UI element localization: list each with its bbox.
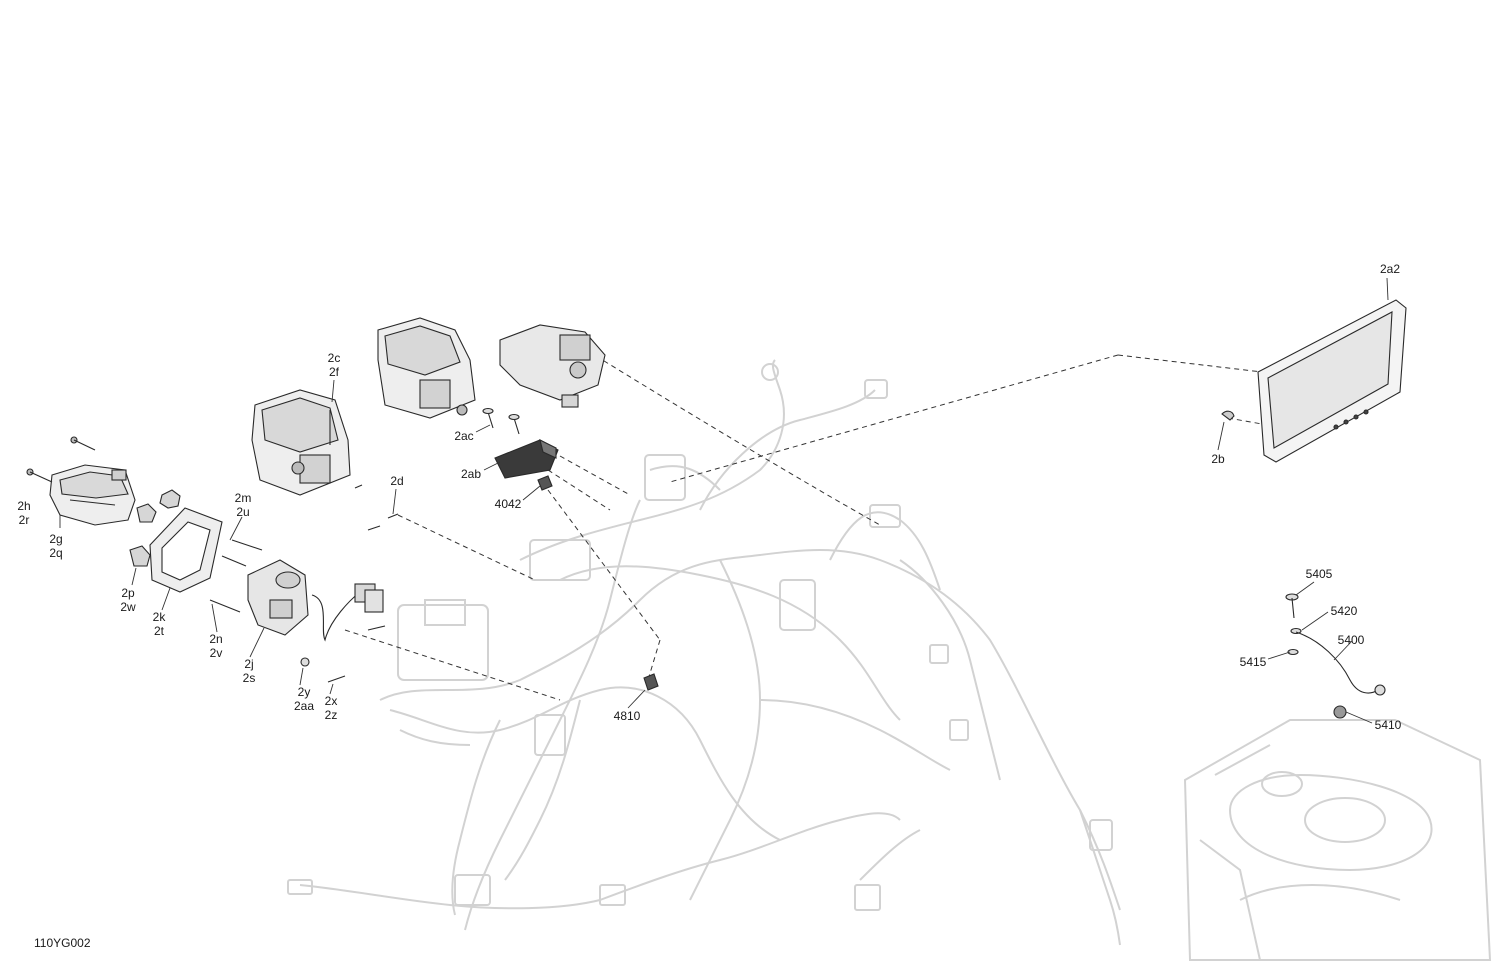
rivets-2ac	[482, 407, 520, 435]
callout-4810: 4810	[613, 709, 641, 723]
fuel-tank	[1183, 719, 1492, 961]
callout-2b: 2b	[1211, 452, 1225, 466]
control-unit-2c	[251, 389, 351, 496]
figure-id: 110YG002	[34, 936, 91, 950]
callout-5405: 5405	[1305, 567, 1333, 581]
wiring-harness	[287, 359, 1121, 946]
callout-5400: 5400	[1337, 633, 1365, 647]
callout-5415: 5415	[1239, 655, 1267, 669]
bracket-2ab	[494, 438, 559, 479]
clip-4810	[643, 673, 659, 691]
leader-lines	[59, 277, 1389, 724]
ground-cable-set	[1285, 593, 1386, 719]
sensor-cable	[311, 583, 384, 642]
callout-5420: 5420	[1330, 604, 1358, 618]
callout-2d: 2d	[390, 474, 404, 488]
control-unit-upper	[377, 317, 476, 419]
screws-2m-2n	[209, 539, 263, 613]
callout-2a2: 2a2	[1379, 262, 1401, 276]
actuator-module-2j	[247, 559, 309, 636]
bolt-washer-set	[300, 484, 399, 683]
display-unit	[1221, 299, 1407, 463]
connector-plugs	[129, 489, 181, 567]
callout-2ac: 2ac	[454, 429, 474, 443]
clip-4042	[537, 475, 553, 491]
valve-unit	[499, 324, 606, 408]
control-module-left	[26, 436, 136, 526]
callout-2ab: 2ab	[460, 467, 482, 481]
callout-4042: 4042	[494, 497, 522, 511]
explode-lines	[344, 354, 1263, 701]
callout-5410: 5410	[1374, 718, 1402, 732]
mounting-frame	[149, 507, 223, 593]
